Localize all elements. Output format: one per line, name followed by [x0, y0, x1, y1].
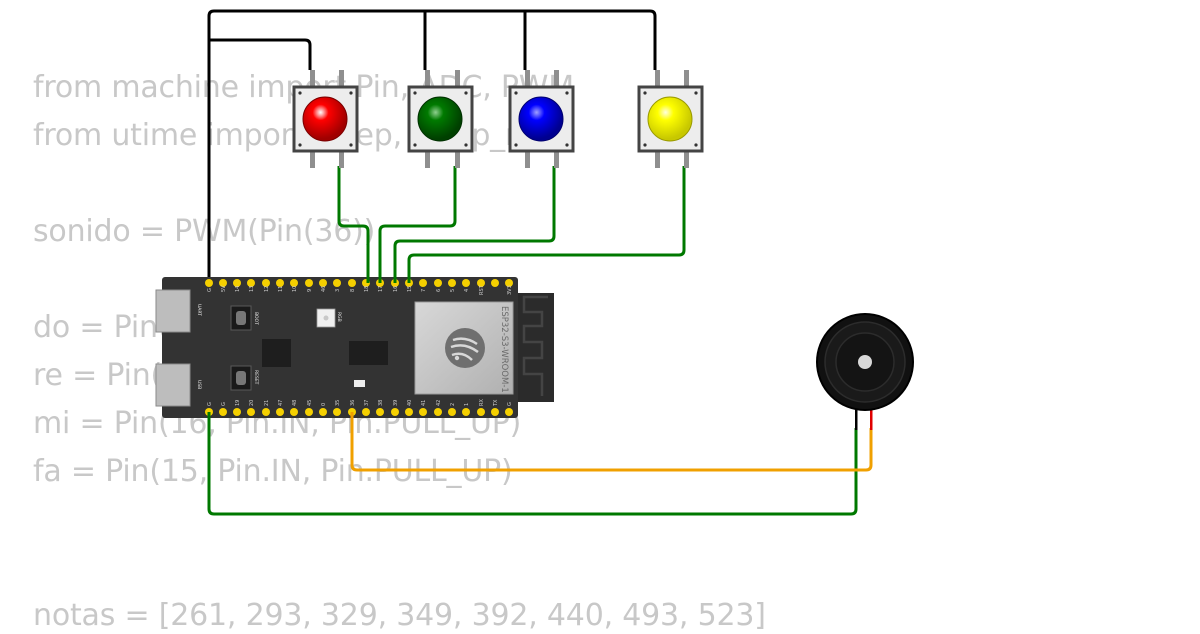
pin-label: 18 [364, 286, 370, 292]
pin-label: 5V [221, 285, 227, 292]
button-cap-yellow[interactable] [647, 96, 693, 142]
smd-component [354, 380, 365, 387]
pin-label: 16 [393, 286, 399, 292]
buzzer-hole-icon [858, 355, 872, 369]
pin-label: RST [479, 284, 485, 295]
top-pin-header [205, 279, 513, 287]
pin-label: 2 [450, 403, 456, 406]
pin-label: 46 [321, 286, 327, 292]
antenna-trace-icon [522, 295, 548, 396]
pin-label: 37 [364, 400, 370, 406]
pin-label: TX [493, 399, 499, 407]
pin-label: 12 [264, 286, 270, 292]
pin-label: 14 [235, 286, 241, 292]
pushbutton-green[interactable] [407, 70, 474, 168]
wire-buzzer-ground [207, 412, 858, 516]
top-pin-labels: G 5V 14 13 12 11 10 9 46 3 8 18 17 16 15… [207, 284, 513, 295]
pin-label: G [207, 288, 213, 292]
reset-button[interactable] [230, 365, 252, 391]
bottom-pin-header [205, 408, 513, 416]
pushbutton-yellow[interactable] [637, 70, 704, 168]
regulator-chip [349, 341, 388, 365]
rgb-label: RGB [336, 312, 342, 322]
pin-label: G [221, 402, 227, 406]
pin-label: 36 [350, 400, 356, 406]
usb-label: USB [196, 380, 202, 389]
pin-label: 15 [407, 286, 413, 292]
pin-label: 10 [292, 286, 298, 292]
rgb-led-die [323, 315, 329, 321]
pin-label: 19 [235, 400, 241, 406]
pin-label: 39 [393, 400, 399, 406]
pin-label: 21 [264, 400, 270, 406]
pushbutton-blue[interactable] [508, 70, 575, 168]
wire-blue-to-pin16 [393, 166, 556, 283]
button-cap-blue[interactable] [518, 96, 564, 142]
pin-label: 1 [464, 403, 470, 406]
pin-label: 38 [378, 400, 384, 406]
pin-label: 45 [307, 400, 313, 406]
pin-label: 8 [350, 289, 356, 292]
pin-label: 47 [278, 400, 284, 406]
ground-bus-wire [207, 9, 657, 282]
buzzer-pin-ground [855, 408, 858, 430]
wire-yellow-to-pin15 [407, 166, 686, 283]
signal-wires [207, 166, 858, 516]
boot-label: BOOT [253, 312, 259, 325]
button-cap-red[interactable] [302, 96, 348, 142]
uart-label: UART [196, 304, 202, 316]
esp32-s3-board[interactable]: G 5V 14 13 12 11 10 9 46 3 8 18 17 16 15… [155, 277, 554, 418]
pin-label: RX [479, 399, 485, 406]
pin-label: 42 [436, 400, 442, 406]
uart-usb-connector [155, 289, 191, 333]
wire-green-to-pin17 [378, 166, 457, 283]
bottom-pin-labels: G G 19 20 21 47 48 45 0 35 36 37 38 39 4… [207, 399, 513, 407]
pin-label: 7 [421, 289, 427, 292]
reset-label: RESET [253, 370, 259, 385]
pin-label: 48 [292, 400, 298, 406]
pin-label: 40 [407, 400, 413, 406]
pin-label: 3 [335, 289, 341, 292]
pin-label: G [207, 402, 213, 406]
pin-label: 11 [278, 286, 284, 292]
pin-label: 41 [421, 400, 427, 406]
pin-label: 3V3 [507, 285, 513, 295]
pin-label: 9 [307, 289, 313, 292]
pin-label: 17 [378, 286, 384, 292]
espressif-logo-icon [445, 328, 485, 368]
wire-red-to-pin18 [337, 166, 370, 283]
pin-label: 35 [335, 400, 341, 406]
buzzer-pin-positive [870, 408, 873, 430]
piezo-buzzer[interactable] [816, 313, 914, 430]
pin-label: G [507, 402, 513, 406]
code-line: notas = [261, 293, 329, 349, 392, 440, 4… [33, 598, 766, 633]
module-label: ESP32-S3-WROOM-1 [499, 306, 509, 393]
ground-wires [207, 9, 657, 282]
pin-label: 13 [249, 286, 255, 292]
boot-button[interactable] [230, 305, 252, 331]
pin-label: 6 [436, 289, 442, 292]
pin-label: 20 [249, 400, 255, 406]
button-cap-green[interactable] [417, 96, 463, 142]
wire-buzzer-signal [350, 412, 873, 472]
usb-uart-chip [262, 339, 291, 367]
pin-label: 5 [450, 289, 456, 292]
pin-label: 4 [464, 289, 470, 292]
ground-wire-red [209, 38, 312, 70]
pin-label: 0 [321, 403, 327, 406]
pushbutton-red[interactable] [292, 70, 359, 168]
usb-connector [155, 363, 191, 407]
